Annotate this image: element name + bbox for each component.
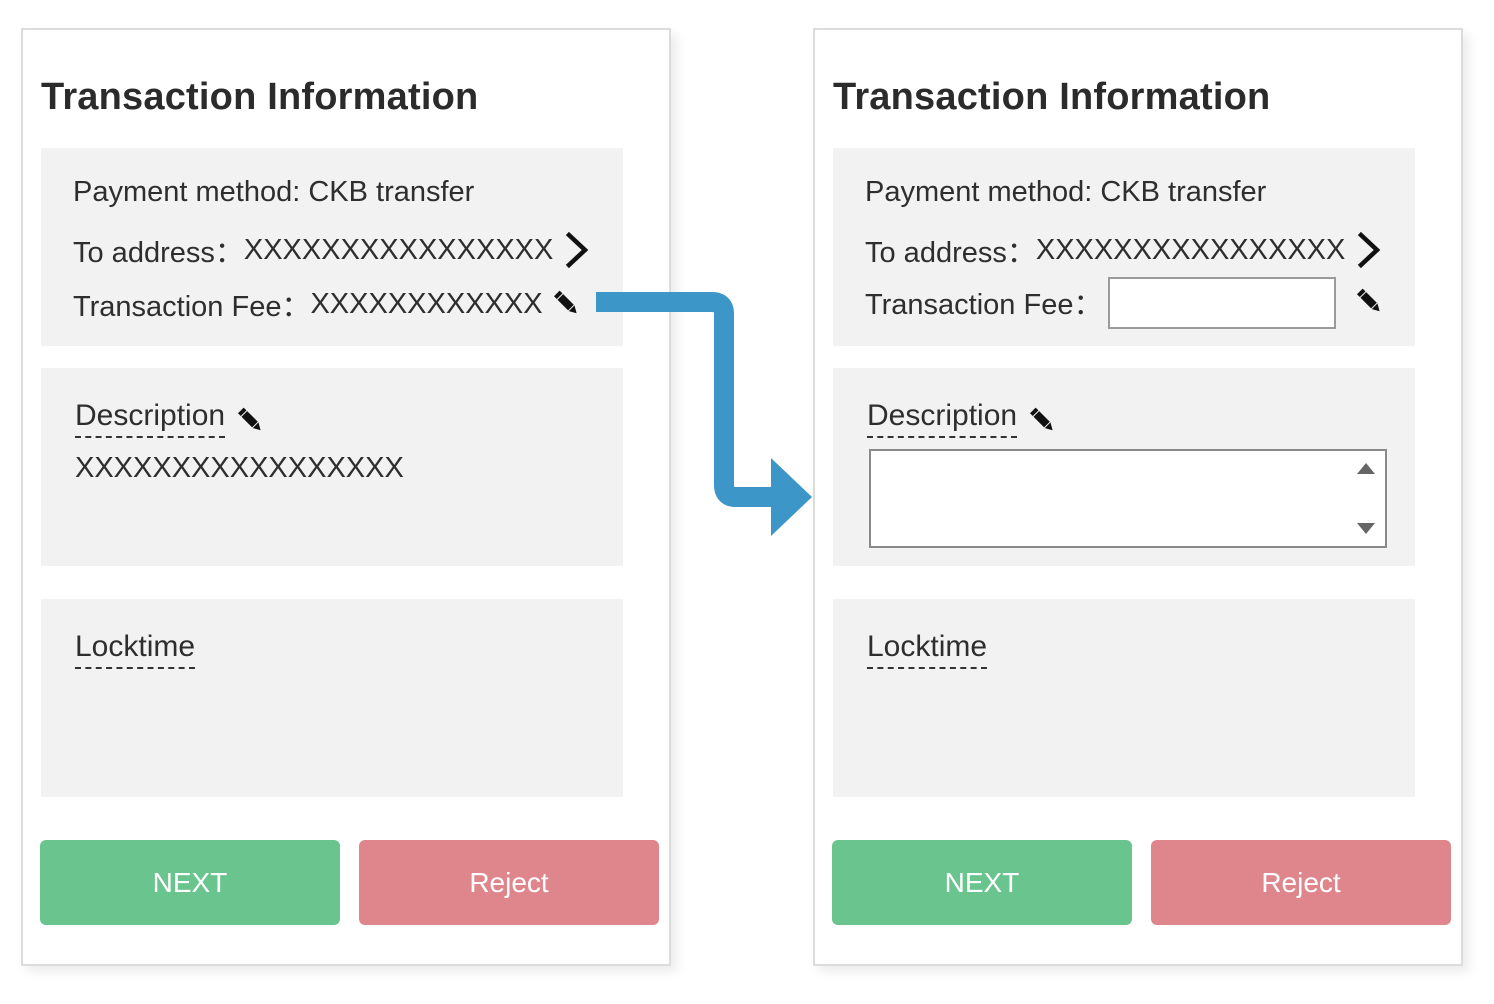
- transaction-fee-label: Transaction Fee：: [865, 289, 1103, 321]
- locktime-label: Locktime: [867, 629, 988, 669]
- payment-method-text: Payment method: CKB transfer: [865, 176, 1267, 208]
- pencil-icon[interactable]: [1027, 406, 1057, 436]
- description-card: Description XXXXXXXXXXXXXXXXX: [41, 368, 623, 566]
- payment-method-row: Payment method: CKB transfer: [73, 176, 474, 209]
- pencil-icon[interactable]: [1354, 287, 1384, 317]
- description-value: XXXXXXXXXXXXXXXXX: [75, 452, 404, 484]
- transaction-info-card: Payment method: CKB transfer To address：…: [833, 148, 1415, 346]
- pencil-icon[interactable]: [235, 406, 265, 436]
- to-address-value: XXXXXXXXXXXXXXXX: [1035, 233, 1346, 266]
- description-textarea[interactable]: [869, 449, 1387, 548]
- locktime-label: Locktime: [75, 629, 196, 669]
- next-button[interactable]: NEXT: [40, 840, 340, 925]
- description-card: Description: [833, 368, 1415, 566]
- transaction-panel-edit: Transaction Information Payment method: …: [813, 28, 1463, 966]
- transaction-panel-view: Transaction Information Payment method: …: [21, 28, 671, 966]
- reject-button[interactable]: Reject: [359, 840, 659, 925]
- locktime-card: Locktime: [41, 599, 623, 797]
- chevron-right-icon[interactable]: [1353, 230, 1383, 270]
- locktime-header: Locktime: [75, 629, 196, 669]
- to-address-row[interactable]: To address： XXXXXXXXXXXXXXXX: [73, 229, 591, 271]
- description-label: Description: [75, 398, 226, 438]
- page-title: Transaction Information: [41, 76, 479, 118]
- payment-method-row: Payment method: CKB transfer: [865, 176, 1266, 209]
- scroll-down-icon[interactable]: [1357, 523, 1375, 534]
- to-address-label: To address：: [73, 237, 244, 269]
- description-header: Description: [75, 398, 265, 438]
- locktime-header: Locktime: [867, 629, 988, 669]
- transaction-fee-row: Transaction Fee： XXXXXXXXXXXX: [73, 283, 581, 325]
- transaction-fee-label: Transaction Fee：: [73, 291, 311, 323]
- page-title: Transaction Information: [833, 76, 1271, 118]
- scroll-up-icon[interactable]: [1357, 463, 1375, 474]
- chevron-right-icon[interactable]: [561, 230, 591, 270]
- payment-method-text: Payment method: CKB transfer: [73, 176, 475, 208]
- description-label: Description: [867, 398, 1018, 438]
- description-header: Description: [867, 398, 1057, 438]
- next-button[interactable]: NEXT: [832, 840, 1132, 925]
- transaction-fee-row: Transaction Fee：: [865, 275, 1384, 329]
- pencil-icon[interactable]: [551, 289, 581, 319]
- to-address-label: To address：: [865, 237, 1036, 269]
- to-address-value: XXXXXXXXXXXXXXXX: [243, 233, 554, 266]
- reject-button[interactable]: Reject: [1151, 840, 1451, 925]
- locktime-card: Locktime: [833, 599, 1415, 797]
- to-address-row[interactable]: To address： XXXXXXXXXXXXXXXX: [865, 229, 1383, 271]
- transaction-fee-value: XXXXXXXXXXXX: [310, 287, 543, 320]
- transaction-info-card: Payment method: CKB transfer To address：…: [41, 148, 623, 346]
- transaction-fee-input[interactable]: [1108, 277, 1337, 329]
